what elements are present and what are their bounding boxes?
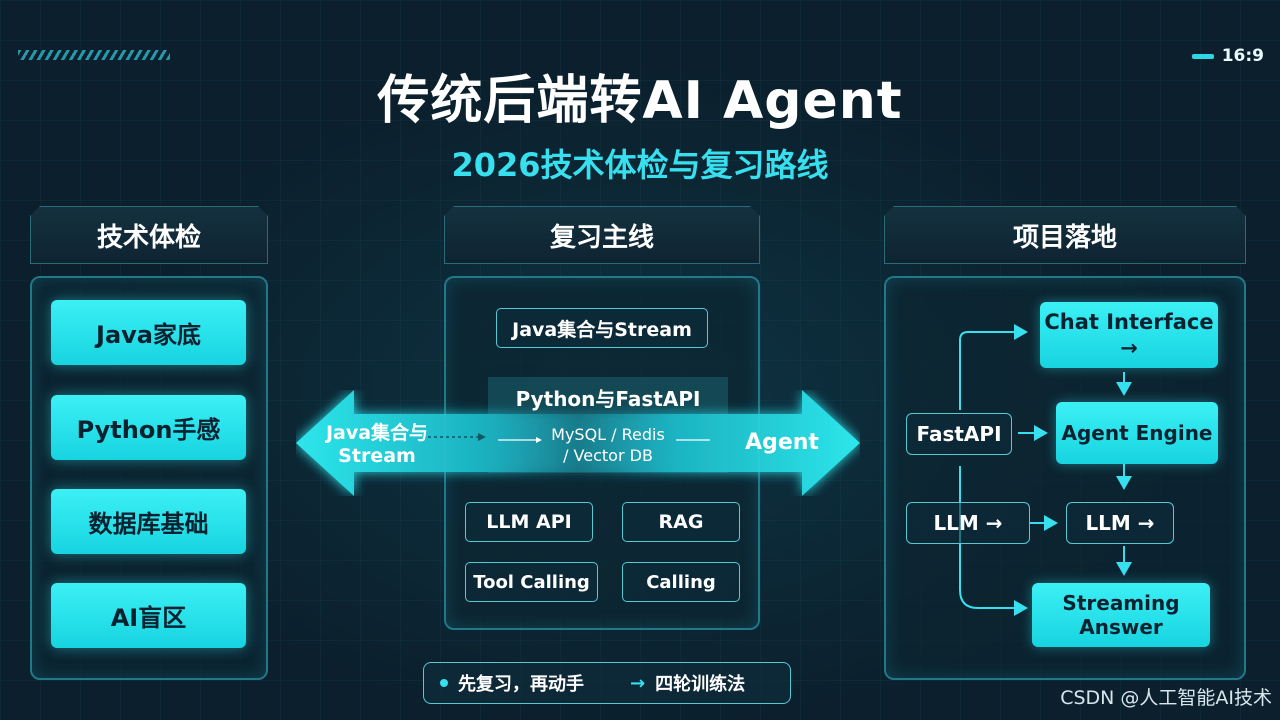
arrow-left-label: Java集合与 Stream: [314, 422, 440, 468]
column-heading-review: 复习主线: [444, 206, 760, 264]
review-calling: Calling: [622, 562, 740, 602]
bullet-dot-icon: [440, 679, 448, 687]
review-storage-line1: MySQL / Redis: [551, 425, 665, 444]
node-chat-interface: Chat Interface →: [1040, 302, 1218, 368]
review-storage-line2: / Vector DB: [563, 446, 653, 465]
decorative-stripes: [18, 50, 170, 60]
skill-python: Python手感: [51, 395, 246, 460]
skill-ai-blindspot: AI盲区: [51, 583, 246, 648]
review-storage-text: MySQL / Redis / Vector DB: [520, 424, 696, 466]
double-arrow-icon: [296, 390, 860, 496]
footer-summary: 先复习，再动手 → 四轮训练法: [423, 662, 791, 704]
node-agent-engine: Agent Engine: [1056, 402, 1218, 464]
review-tool-calling: Tool Calling: [465, 562, 598, 602]
ratio-label: 16:9: [1221, 46, 1264, 66]
ratio-bar-icon: [1191, 53, 1214, 59]
skill-java: Java家底: [51, 300, 246, 365]
project-flow-connectors: [959, 324, 1132, 616]
column-heading-checkup: 技术体检: [30, 206, 268, 264]
footer-left-text: 先复习，再动手: [458, 674, 584, 695]
arrow-left-label-line2: Stream: [338, 445, 416, 467]
review-python-fastapi: Python与FastAPI: [515, 387, 701, 411]
node-llm-left: LLM →: [906, 502, 1030, 544]
watermark: CSDN @人工智能AI技术: [1060, 687, 1272, 709]
footer-arrow-icon: →: [630, 672, 646, 694]
page-title: 传统后端转AI Agent: [377, 71, 903, 131]
arrow-left-label-line1: Java集合与: [325, 422, 429, 444]
review-llm-api: LLM API: [465, 502, 593, 542]
node-llm-right: LLM →: [1066, 502, 1174, 544]
arrow-right-label: Agent: [745, 430, 819, 455]
node-fastapi: FastAPI: [906, 413, 1012, 455]
footer-right-text: 四轮训练法: [655, 674, 746, 695]
page-subtitle: 2026技术体检与复习路线: [451, 146, 829, 184]
review-java-stream: Java集合与Stream: [496, 308, 708, 348]
skill-database: 数据库基础: [51, 489, 246, 554]
column-heading-project: 项目落地: [884, 206, 1246, 264]
review-rag: RAG: [622, 502, 740, 542]
aspect-ratio-badge: 16:9: [1191, 46, 1264, 66]
node-streaming-answer: Streaming Answer: [1032, 583, 1210, 647]
